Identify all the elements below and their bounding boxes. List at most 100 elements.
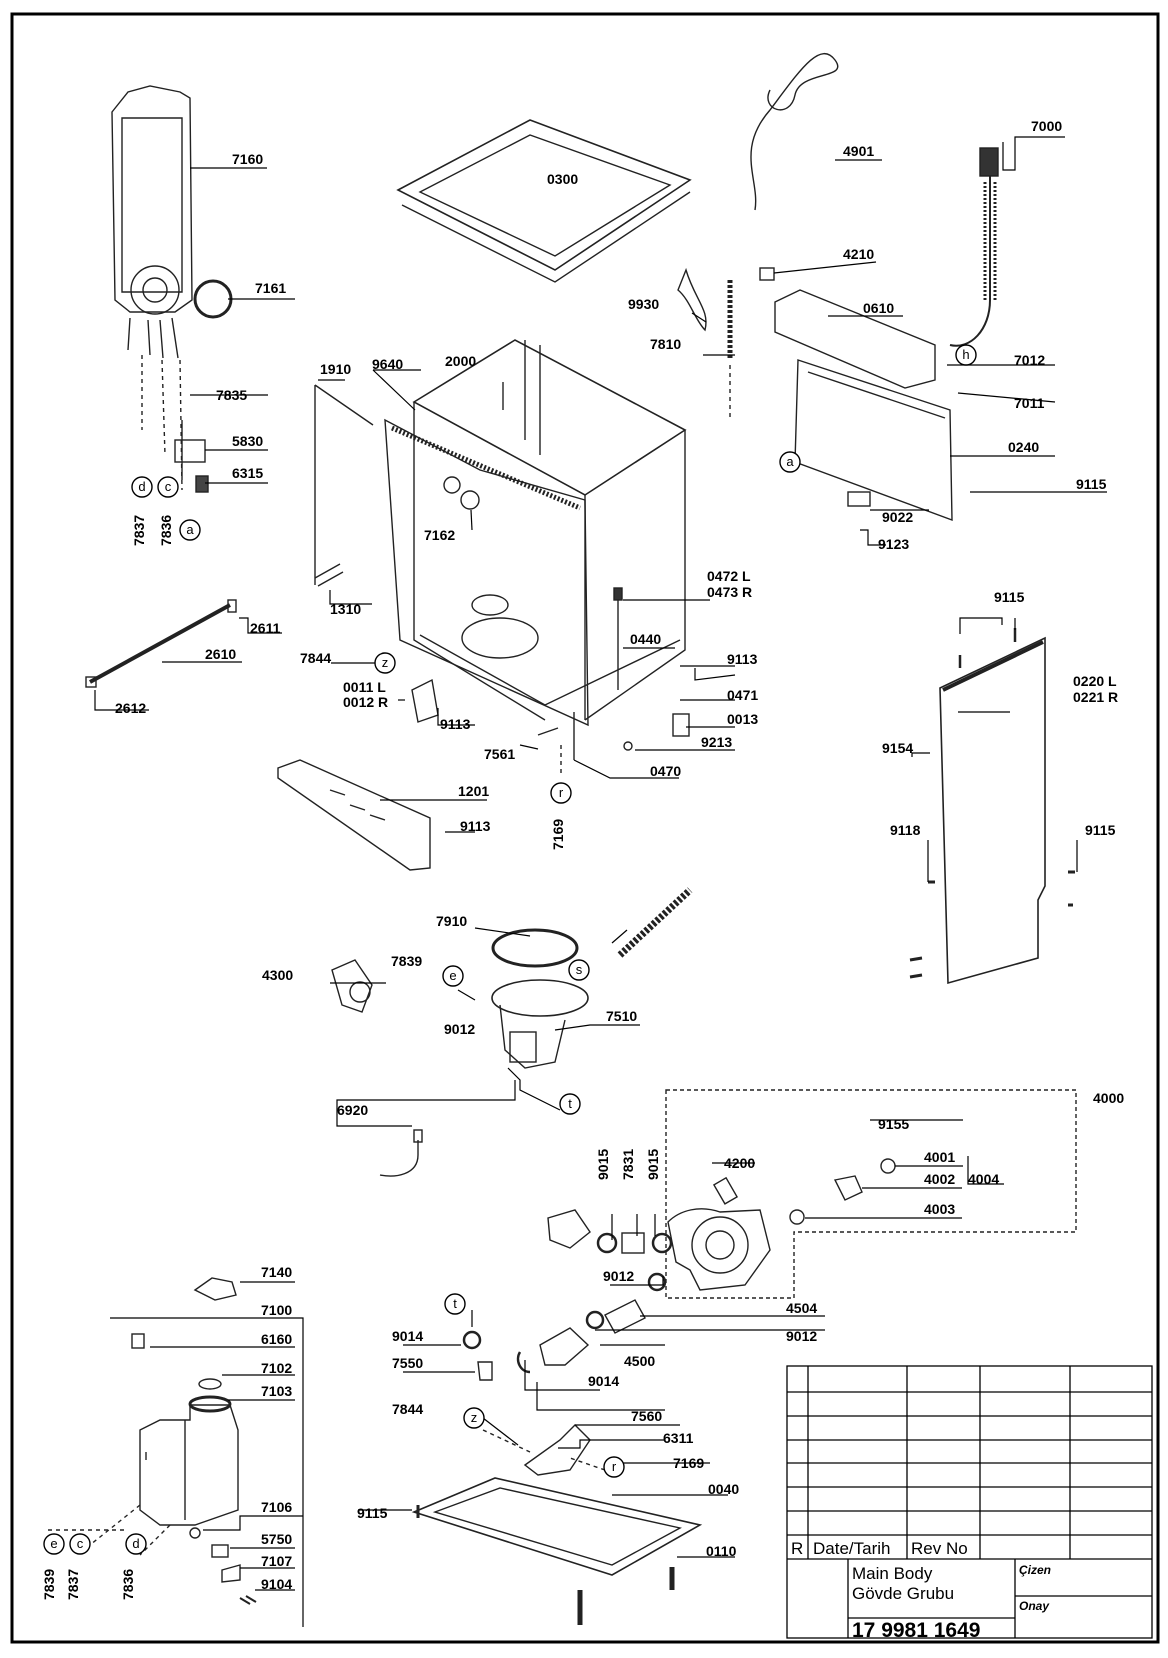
part-7140-shape	[193, 1277, 237, 1301]
label-4004: 4004	[968, 1171, 999, 1187]
part-1201-shape	[277, 759, 431, 871]
part-7550-shape	[477, 1361, 493, 1381]
label-7839-mid: 7839	[391, 953, 422, 969]
part-7510-shape	[491, 979, 589, 1017]
label-0220: 0220 L	[1073, 673, 1117, 689]
label-9640: 9640	[372, 356, 403, 372]
label-0040: 0040	[708, 1481, 739, 1497]
label-7161: 7161	[255, 280, 286, 296]
label-9154: 9154	[882, 740, 913, 756]
part-1910-shape	[314, 384, 374, 585]
part-shapes	[48, 53, 1077, 1625]
label-0473: 0473 R	[707, 584, 752, 600]
svg-text:e: e	[50, 1536, 57, 1551]
label-0610: 0610	[863, 300, 894, 316]
label-1201: 1201	[458, 783, 489, 799]
part-7560-shape	[523, 1424, 591, 1476]
svg-text:c: c	[77, 1536, 84, 1551]
label-7561: 7561	[484, 746, 515, 762]
callout-circles	[43, 344, 977, 1555]
part-2610-shape	[89, 603, 231, 684]
svg-text:r: r	[612, 1459, 617, 1474]
label-7510: 7510	[606, 1008, 637, 1024]
part-7100-shape	[139, 1404, 239, 1526]
leader-lines	[94, 136, 1107, 1627]
label-9015-a: 9015	[595, 1149, 611, 1180]
part-7910-shape	[491, 928, 579, 968]
label-9104: 9104	[261, 1576, 292, 1592]
label-0470: 0470	[650, 763, 681, 779]
label-9012-upper: 9012	[603, 1268, 634, 1284]
label-7100: 7100	[261, 1302, 292, 1318]
part-2611-shape	[227, 599, 237, 613]
label-7011: 7011	[1014, 395, 1045, 411]
drawn-by-label: Çizen	[1019, 1563, 1051, 1577]
part-4001-shape	[880, 1158, 896, 1174]
label-9022: 9022	[882, 509, 913, 525]
label-9115-right: 9115	[1076, 476, 1107, 492]
approved-by-label: Onay	[1019, 1599, 1050, 1613]
part-1310-shape	[314, 563, 344, 587]
label-9113-right: 9113	[727, 651, 758, 667]
label-2611: 2611	[250, 620, 281, 636]
part-4504-shape	[604, 1299, 646, 1334]
svg-text:h: h	[962, 347, 969, 362]
label-0013: 0013	[727, 711, 758, 727]
label-7160: 7160	[232, 151, 263, 167]
part-4200-shape	[712, 1176, 739, 1205]
svg-text:a: a	[186, 522, 194, 537]
label-6160: 6160	[261, 1331, 292, 1347]
label-7835: 7835	[216, 387, 247, 403]
drawing-name-tr: Gövde Grubu	[852, 1584, 954, 1603]
part-4003-shape	[789, 1209, 805, 1225]
svg-text:s: s	[576, 962, 583, 977]
label-9012-mid: 9012	[444, 1021, 475, 1037]
label-6920: 6920	[337, 1102, 368, 1118]
label-2612: 2612	[115, 700, 146, 716]
label-7102: 7102	[261, 1360, 292, 1376]
label-9115-bottom: 9115	[357, 1505, 388, 1521]
svg-text:t: t	[453, 1296, 457, 1311]
part-2612-shape	[85, 676, 97, 688]
part-9022-shape	[847, 491, 871, 507]
label-4000: 4000	[1093, 1090, 1124, 1106]
label-4504: 4504	[786, 1300, 817, 1316]
part-7107-shape	[221, 1564, 241, 1583]
part-9930-shape	[677, 267, 707, 332]
svg-text:a: a	[786, 454, 794, 469]
part-0011-shape	[411, 678, 439, 723]
part-7000-shape	[949, 160, 991, 347]
label-2610: 2610	[205, 646, 236, 662]
title-block: R Date/Tarih Rev No Main Body Gövde Grub…	[786, 1365, 1153, 1642]
label-7169-bottom: 7169	[673, 1455, 704, 1471]
label-7103: 7103	[261, 1383, 292, 1399]
part-0040-shape	[411, 1477, 703, 1576]
part-7831-shape	[621, 1232, 645, 1254]
part-7561-shape	[537, 727, 559, 736]
label-9012-lower: 9012	[786, 1328, 817, 1344]
label-0221: 0221 R	[1073, 689, 1118, 705]
part-9213-shape	[623, 741, 633, 751]
label-0440: 0440	[630, 631, 661, 647]
svg-text:c: c	[165, 479, 172, 494]
label-7140: 7140	[261, 1264, 292, 1280]
label-7012: 7012	[1014, 352, 1045, 368]
label-5750: 5750	[261, 1531, 292, 1547]
label-4300: 4300	[262, 967, 293, 983]
label-7836-bottom: 7836	[120, 1569, 136, 1600]
label-7839-bottom: 7839	[41, 1569, 57, 1600]
label-7910: 7910	[436, 913, 467, 929]
label-4003: 4003	[924, 1201, 955, 1217]
label-1910: 1910	[320, 361, 351, 377]
label-0012: 0012 R	[343, 694, 388, 710]
rev-marker: R	[791, 1539, 803, 1558]
label-4210: 4210	[843, 246, 874, 262]
label-7106: 7106	[261, 1499, 292, 1515]
label-9014-right: 9014	[588, 1373, 619, 1389]
label-2000: 2000	[445, 353, 476, 369]
part-4500-pump-shape	[667, 1208, 771, 1291]
label-5830: 5830	[232, 433, 263, 449]
label-7560: 7560	[631, 1408, 662, 1424]
svg-text:d: d	[132, 1536, 139, 1551]
